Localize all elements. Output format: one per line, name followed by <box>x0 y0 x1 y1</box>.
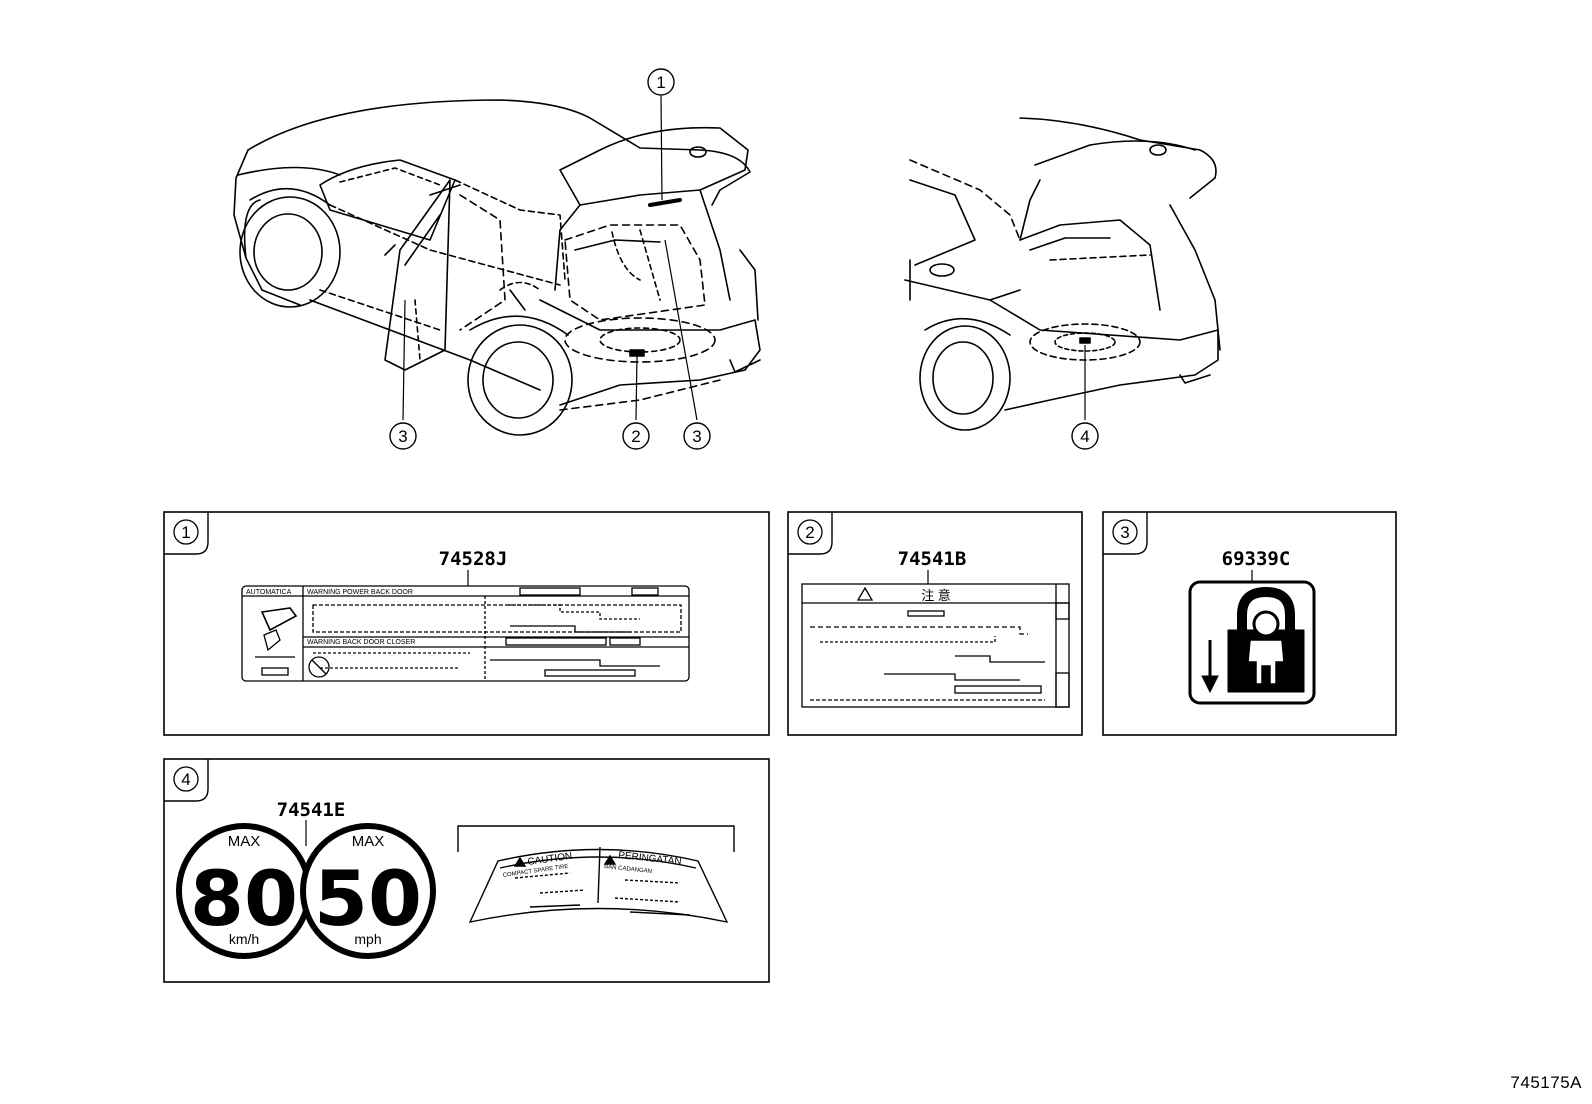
svg-text:MAX: MAX <box>352 833 385 850</box>
label-header-left: AUTOMATICA <box>246 589 292 596</box>
leader-lines-left <box>402 95 698 421</box>
callout-3-left: 3 <box>389 422 417 450</box>
panel-3: 3 69339C <box>1102 511 1397 736</box>
callout-2: 2 <box>622 422 650 450</box>
panel-1-ref: 1 <box>181 523 190 542</box>
svg-text:80: 80 <box>190 854 298 943</box>
part-number-69339C: 69339C <box>1222 548 1291 570</box>
panel-2: 2 74541B 注 意 <box>787 511 1083 736</box>
part-number-74528J: 74528J <box>439 548 508 570</box>
caution-label-spare-tire <box>468 846 729 923</box>
diagram-id: 745175A <box>1510 1073 1582 1092</box>
label-heading-chuui: 注 意 <box>921 588 951 603</box>
svg-text:50: 50 <box>314 854 422 943</box>
svg-text:2: 2 <box>631 427 640 446</box>
child-lock-icon <box>1188 580 1316 705</box>
panel-3-ref: 3 <box>1120 523 1129 542</box>
label-74541B <box>801 583 1070 708</box>
panel-4: 4 74541E MAX 80 km/h MAX 50 mph <box>163 758 770 983</box>
callout-4: 4 <box>1071 422 1099 450</box>
label-74528J <box>241 585 690 682</box>
panel-4-ref: 4 <box>181 770 190 789</box>
label-warning-2: WARNING BACK DOOR CLOSER <box>307 639 415 646</box>
svg-text:4: 4 <box>1080 427 1089 446</box>
part-number-74541B: 74541B <box>898 548 967 570</box>
label-warning-1: WARNING POWER BACK DOOR <box>307 589 413 596</box>
svg-text:MAX: MAX <box>228 833 261 850</box>
callout-1: 1 <box>647 68 675 96</box>
panel-2-ref: 2 <box>805 523 814 542</box>
vehicle-left-illustration <box>233 99 761 436</box>
svg-text:1: 1 <box>656 73 665 92</box>
part-number-74541E: 74541E <box>277 799 346 821</box>
svg-text:mph: mph <box>354 931 381 947</box>
svg-text:3: 3 <box>398 427 407 446</box>
vehicle-right-illustration <box>904 117 1221 431</box>
svg-text:3: 3 <box>692 427 701 446</box>
callout-3-right: 3 <box>683 422 711 450</box>
svg-text:km/h: km/h <box>229 931 259 947</box>
panel-1: 1 74528J <box>163 511 770 736</box>
speed-badge-kmh: MAX 80 km/h <box>176 823 312 959</box>
speed-badge-mph: MAX 50 mph <box>300 823 436 959</box>
peringatan-sub: BAN CADANGAN <box>604 864 652 875</box>
